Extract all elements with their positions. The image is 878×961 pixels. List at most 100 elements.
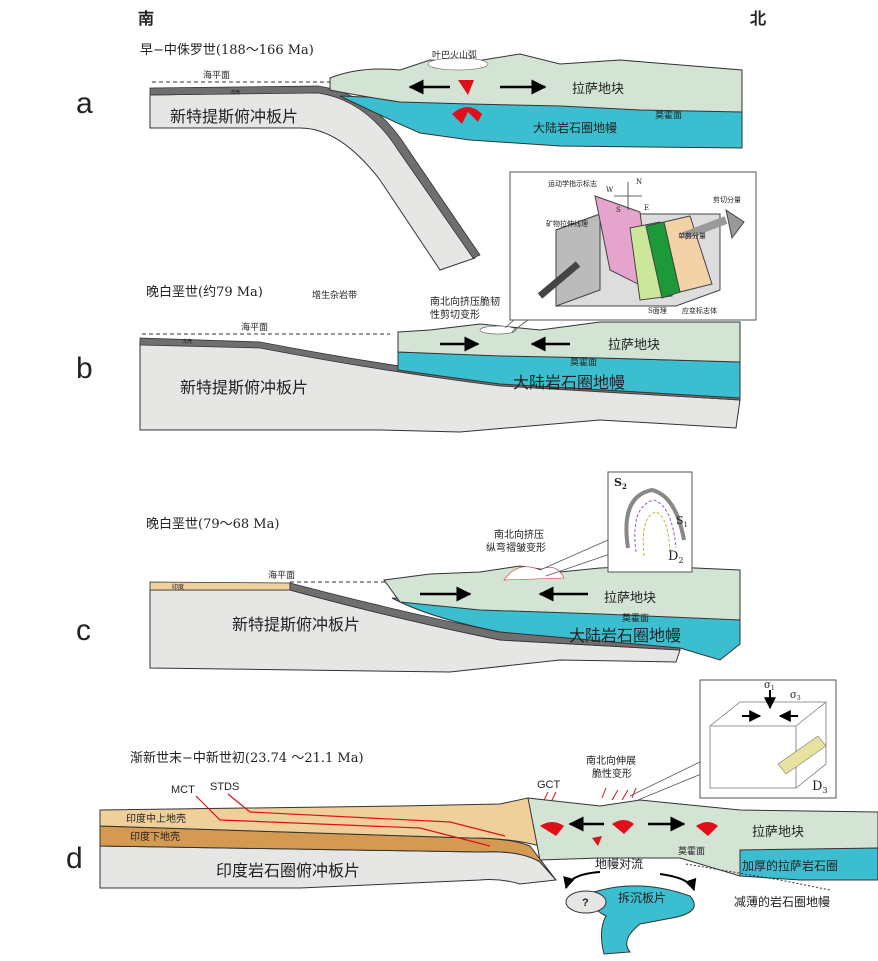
slab-label: 新特提斯俯冲板片 bbox=[170, 107, 298, 126]
deform-line-1: 南北向挤压脆韧 bbox=[430, 295, 500, 308]
brittle-faults bbox=[543, 787, 637, 801]
sea-level-label: 海平面 bbox=[268, 569, 295, 581]
sigma3-sub: 3 bbox=[797, 695, 801, 702]
lower-crust-label: 印度下地壳 bbox=[130, 830, 180, 843]
moho-label: 莫霍面 bbox=[678, 845, 705, 857]
thinned-label: 减薄的岩石圈地幔 bbox=[734, 894, 830, 909]
d3-sub: 3 bbox=[822, 786, 827, 795]
india-label: 印度 bbox=[172, 583, 184, 591]
shear-label: 剪切分量 bbox=[713, 195, 741, 204]
oceanic-crust bbox=[149, 85, 481, 259]
arc-label: 叶巴火山弧 bbox=[432, 49, 477, 61]
deform-line-2: 性剪切变形 bbox=[430, 308, 480, 321]
mct-label: MCT bbox=[171, 784, 195, 796]
upper-crust-label: 印度中上地壳 bbox=[126, 812, 186, 825]
panel-letter-d: d bbox=[66, 842, 83, 875]
stress-cube bbox=[709, 701, 827, 789]
moho-label: 莫霍面 bbox=[622, 612, 649, 624]
s2-label: S bbox=[614, 476, 622, 489]
oceanic-crust-label: 洋壳 bbox=[230, 89, 240, 96]
tension-gashes bbox=[777, 735, 827, 775]
stds-label: STDS bbox=[210, 781, 239, 793]
svg-text:D3: D3 bbox=[812, 779, 828, 795]
panel-d: d 渐新世末−中新世初(23.74 ～21.1 Ma) 印度岩石圈俯冲板片 印度… bbox=[66, 679, 878, 955]
block-label: 拉萨地块 bbox=[572, 82, 624, 97]
callout-line bbox=[545, 553, 611, 577]
svg-text:D2: D2 bbox=[668, 549, 684, 565]
melt-blob bbox=[452, 107, 482, 124]
gct-label: GCT bbox=[537, 779, 561, 791]
question-mark: ? bbox=[582, 897, 589, 909]
volcanic-arc bbox=[427, 57, 489, 71]
lineation-label: 矿物拉伸线理 bbox=[546, 219, 588, 228]
svg-text:σ1: σ1 bbox=[764, 680, 775, 692]
dir-n: N bbox=[636, 178, 642, 186]
marker-label: 应变标志体 bbox=[682, 306, 717, 315]
panel-a: a 早−中侏罗世(188～166 Ma) 海平面 洋壳 新特提斯俯冲板片 叶巴火… bbox=[76, 43, 743, 271]
oceanic-crust bbox=[139, 337, 741, 401]
moho-label: 莫霍面 bbox=[655, 109, 682, 121]
unknown-body bbox=[565, 890, 607, 914]
convection-label: 地幔对流 bbox=[595, 856, 643, 871]
sigma3-label: σ bbox=[790, 690, 797, 701]
mantle-label: 大陆岩石圈地幔 bbox=[533, 120, 617, 135]
stds-fault bbox=[227, 793, 506, 837]
mantle-label: 大陆岩石圈地幔 bbox=[513, 373, 625, 392]
shear-arrow bbox=[725, 208, 745, 240]
callout-line bbox=[539, 539, 609, 571]
melt-blob bbox=[458, 80, 474, 95]
block-label: 拉萨地块 bbox=[608, 338, 660, 353]
north-label: 北 bbox=[750, 9, 766, 28]
mantle-label: 大陆岩石圈地幔 bbox=[569, 626, 681, 645]
sea-level-label: 海平面 bbox=[241, 321, 268, 333]
convection-arrow bbox=[659, 873, 697, 892]
d2-label: D bbox=[668, 549, 678, 564]
deform-line-2: 脆性变形 bbox=[592, 767, 632, 780]
lithospheric-mantle bbox=[397, 351, 741, 399]
south-label: 南 bbox=[138, 9, 154, 28]
thick-label: 加厚的拉萨岩石圈 bbox=[742, 858, 838, 873]
block-label: 拉萨地块 bbox=[752, 825, 804, 840]
melange-label: 增生杂岩带 bbox=[312, 289, 357, 301]
melt-blob bbox=[592, 836, 602, 846]
panel-d-period: 渐新世末−中新世初(23.74 ～21.1 Ma) bbox=[130, 750, 364, 766]
sea-level-label: 海平面 bbox=[203, 69, 230, 81]
mct-fault bbox=[195, 795, 491, 847]
melt-blob bbox=[540, 822, 564, 836]
fold-layer bbox=[634, 499, 677, 553]
deform-line-2: 纵弯褶皱变形 bbox=[486, 541, 546, 554]
deformation-zone bbox=[479, 325, 517, 335]
india-crust bbox=[149, 581, 291, 591]
compass-rose: N W S E bbox=[606, 178, 649, 214]
kinematic-label: 运动学指示标志 bbox=[548, 179, 597, 188]
shear-inset: 运动学指示标志 矿物拉伸线理 剪切分量 单剪分量 S面理 应变标志体 N W S… bbox=[509, 171, 757, 321]
fold-inset: S2 S1 D2 bbox=[607, 471, 693, 573]
s2-sub: 2 bbox=[622, 482, 627, 491]
moho-label: 莫霍面 bbox=[570, 356, 597, 368]
pointer-line bbox=[685, 863, 831, 891]
s1-sub: 1 bbox=[684, 521, 688, 529]
thrust-label: 单剪分量 bbox=[678, 231, 706, 240]
melt-blob bbox=[696, 822, 718, 836]
panel-letter-b: b bbox=[76, 352, 93, 385]
slab-label: 新特提斯俯冲板片 bbox=[180, 378, 308, 397]
panel-b-period: 晚白垩世(约79 Ma) bbox=[146, 284, 263, 300]
deform-line-1: 南北向挤压 bbox=[494, 528, 544, 541]
marker-band bbox=[663, 215, 713, 293]
d3-label: D bbox=[812, 779, 822, 794]
fold-hinge bbox=[624, 487, 686, 549]
breakoff-slab bbox=[591, 885, 695, 955]
melt-blob bbox=[612, 820, 634, 834]
svg-text:σ3: σ3 bbox=[790, 690, 801, 702]
stress-inset: σ1 σ3 D3 bbox=[699, 679, 837, 799]
slab-label: 新特提斯俯冲板片 bbox=[232, 615, 360, 634]
dir-e: E bbox=[644, 204, 649, 212]
lithospheric-mantle bbox=[391, 597, 741, 661]
convection-arrow bbox=[563, 871, 601, 890]
d2-sub: 2 bbox=[678, 556, 683, 565]
callout-line bbox=[629, 759, 705, 797]
svg-text:S2: S2 bbox=[614, 476, 627, 491]
dir-w: W bbox=[606, 186, 614, 194]
panel-a-period: 早−中侏罗世(188～166 Ma) bbox=[140, 43, 314, 58]
